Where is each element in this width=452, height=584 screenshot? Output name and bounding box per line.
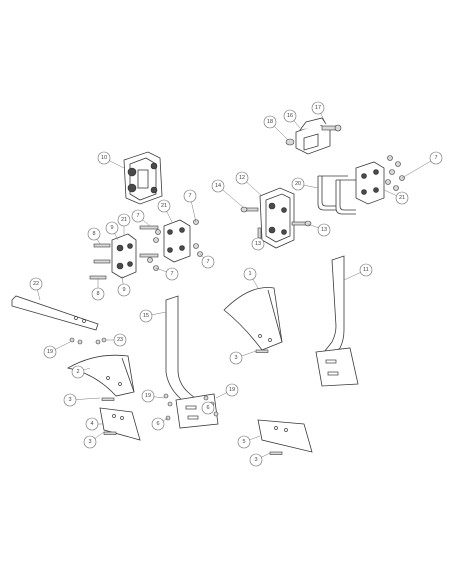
callout-label: 10 (101, 155, 107, 161)
part-20-u-bolts (317, 175, 360, 215)
callout-label: 18 (267, 119, 273, 125)
callout-label: 3 (254, 457, 257, 463)
callout-c19b: 19 (141, 389, 155, 403)
callout-label: 3 (88, 439, 91, 445)
leader-line-c7e (401, 157, 437, 179)
callout-label: 15 (143, 313, 149, 319)
callout-c8a: 8 (87, 227, 101, 241)
callout-label: 8 (92, 231, 95, 237)
callout-label: 3 (234, 355, 237, 361)
callout-label: 7 (188, 193, 191, 199)
callout-label: 17 (315, 105, 321, 111)
callout-label: 13 (255, 241, 261, 247)
callout-c12: 12 (235, 171, 249, 185)
callout-c7b: 7 (131, 209, 145, 223)
part-2-mouldboard (66, 337, 135, 397)
callout-c13b: 13 (317, 223, 331, 237)
callout-c11: 11 (359, 263, 373, 277)
callout-label: 20 (295, 181, 301, 187)
callout-c3c: 3 (229, 351, 243, 365)
callout-label: 7 (136, 213, 139, 219)
callout-c18: 18 (263, 115, 277, 129)
top-clamp-assembly (285, 117, 342, 155)
callout-c21b: 21 (157, 199, 171, 213)
part-10-bracket (123, 151, 163, 205)
callout-c23: 23 (113, 333, 127, 347)
callout-c7e: 7 (429, 151, 443, 165)
callouts: 1233334566777778899101112131314151617181… (29, 101, 443, 467)
callout-label: 1 (248, 271, 251, 277)
callout-c15: 15 (139, 309, 153, 323)
callout-c9b: 9 (117, 283, 131, 297)
part-22-bar (11, 295, 99, 331)
callout-c9a: 9 (105, 221, 119, 235)
callout-c7c: 7 (165, 267, 179, 281)
part-21-left-plates (89, 219, 203, 280)
callout-label: 7 (170, 271, 173, 277)
callout-c5: 5 (237, 435, 251, 449)
callout-label: 9 (110, 225, 113, 231)
callout-c20: 20 (291, 177, 305, 191)
callout-c19a: 19 (43, 345, 57, 359)
part-1-mouldboard (223, 287, 283, 351)
callout-c3a: 3 (63, 393, 77, 407)
callout-label: 7 (434, 155, 437, 161)
callout-label: 6 (156, 421, 159, 427)
callout-c7a: 7 (183, 189, 197, 203)
callout-label: 19 (229, 387, 235, 393)
callout-label: 4 (90, 421, 93, 427)
callout-label: 21 (161, 203, 167, 209)
callout-label: 14 (215, 183, 221, 189)
callout-label: 21 (399, 195, 405, 201)
callout-label: 13 (321, 227, 327, 233)
callout-label: 19 (145, 393, 151, 399)
part-21-right-plate (355, 155, 405, 205)
callout-label: 9 (122, 287, 125, 293)
callout-c21a: 21 (117, 213, 131, 227)
callout-label: 12 (239, 175, 245, 181)
callout-label: 22 (33, 281, 39, 287)
callout-label: 3 (68, 397, 71, 403)
callout-c10: 10 (97, 151, 111, 165)
callout-label: 5 (242, 439, 245, 445)
part-4-share (99, 407, 141, 441)
callout-label: 16 (287, 113, 293, 119)
callout-c3b: 3 (83, 435, 97, 449)
callout-label: 21 (121, 217, 127, 223)
part-5-share (257, 419, 313, 453)
callout-c22: 22 (29, 277, 43, 291)
callout-c19c: 19 (225, 383, 239, 397)
callout-c3d: 3 (249, 453, 263, 467)
callout-c21c: 21 (395, 191, 409, 205)
callout-label: 8 (96, 291, 99, 297)
leader-lines (35, 107, 437, 461)
callout-c16: 16 (283, 109, 297, 123)
part-11-standard (315, 255, 359, 387)
callout-c17: 17 (311, 101, 325, 115)
callout-c8b: 8 (91, 287, 105, 301)
callout-label: 23 (117, 337, 123, 343)
callout-c4: 4 (85, 417, 99, 431)
callout-label: 19 (47, 349, 53, 355)
callout-label: 6 (206, 405, 209, 411)
part-12-plate (240, 187, 312, 249)
callout-label: 7 (206, 259, 209, 265)
callout-c7d: 7 (201, 255, 215, 269)
callout-c13a: 13 (251, 237, 265, 251)
callout-c1: 1 (243, 267, 257, 281)
callout-c6a: 6 (151, 417, 165, 431)
callout-label: 11 (363, 267, 369, 273)
callout-c14: 14 (211, 179, 225, 193)
callout-label: 2 (76, 369, 79, 375)
callout-c6b: 6 (201, 401, 215, 415)
callout-c2: 2 (71, 365, 85, 379)
